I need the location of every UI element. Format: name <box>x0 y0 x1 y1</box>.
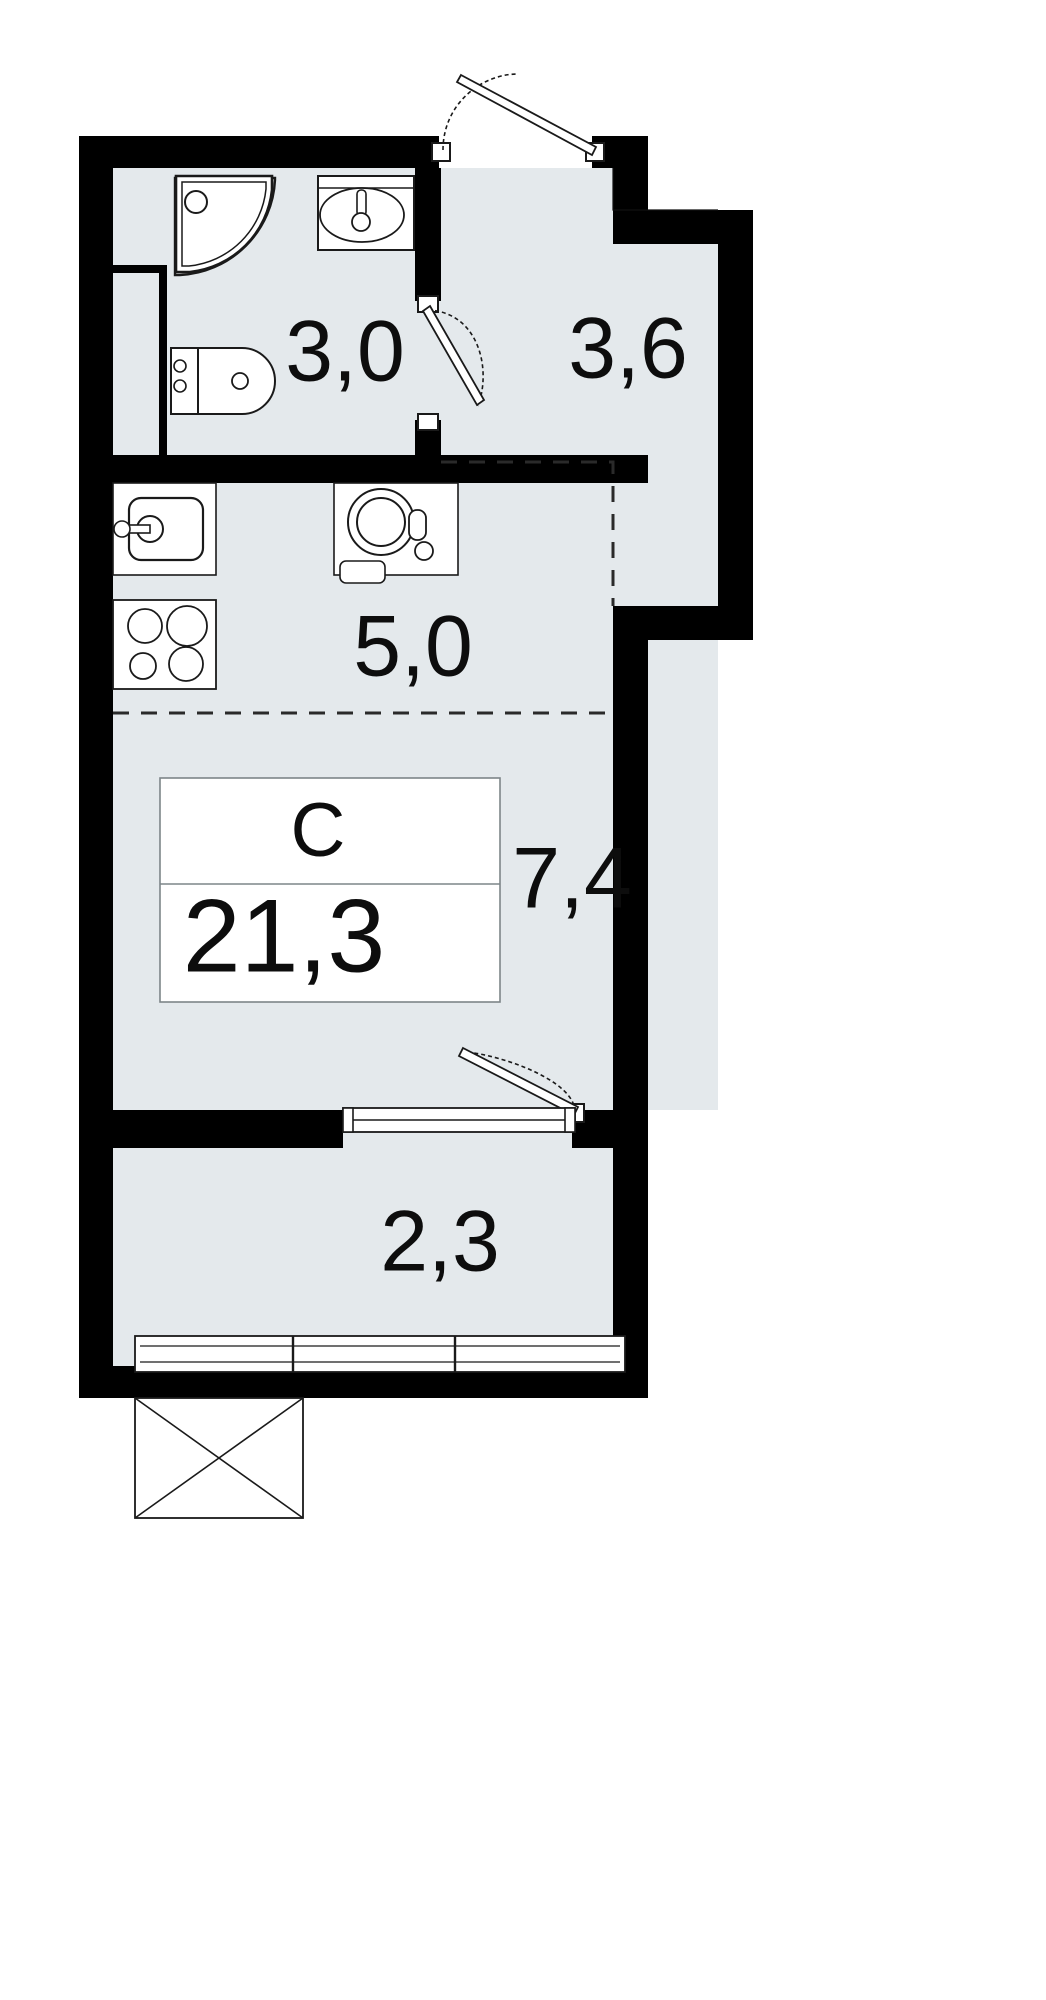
bathroom-door-swing-arc <box>427 309 484 407</box>
bathroom-area-label: 3,0 <box>285 304 405 400</box>
apartment-type-label: С <box>291 788 346 873</box>
kitchen-sink-faucet-base <box>113 520 131 538</box>
cooktop-burner-3 <box>129 652 157 680</box>
wall-wc-partition-vertical <box>113 265 167 273</box>
floor-outlines <box>612 168 718 211</box>
balcony-area-label: 2,3 <box>380 1194 500 1290</box>
bathroom-door-jamb-bottom <box>417 413 439 431</box>
wall-bathroom-bottom <box>113 455 441 483</box>
exterior-equipment-box <box>134 1397 304 1519</box>
washing-machine-knob <box>414 541 434 561</box>
wall-left-outer <box>79 136 113 1398</box>
bathroom-door-leaf <box>421 304 486 407</box>
opening-living-window <box>342 1107 576 1133</box>
wall-right-lower <box>613 606 648 1143</box>
toilet-flush-hole <box>231 372 249 390</box>
wall-top-left <box>79 136 439 168</box>
toilet-button-1 <box>173 359 187 373</box>
washbasin-drain <box>351 212 371 232</box>
fixture-toilet <box>170 347 276 415</box>
living-area-label: 7,4 <box>512 831 632 927</box>
entrance-door-jamb-left <box>431 142 451 162</box>
cooktop-burner-2 <box>166 605 208 647</box>
wall-bathroom-right <box>415 168 441 301</box>
washbasin-faucet <box>356 189 367 217</box>
cooktop-burner-1 <box>127 608 163 644</box>
opening-bathroom-door <box>417 295 486 431</box>
wall-wc-partition <box>159 265 167 455</box>
washing-machine-drum-inner <box>356 497 406 547</box>
apartment-total-area-label: 21,3 <box>183 878 385 994</box>
wall-hall-bottom <box>415 455 648 483</box>
opening-entrance-door <box>431 73 605 162</box>
wall-living-bottom-left <box>79 1110 343 1148</box>
fixture-kitchen-sink <box>112 482 217 576</box>
wall-right-outer <box>718 210 753 640</box>
living-window-stile-left <box>342 1107 354 1133</box>
walls <box>79 136 753 1398</box>
fixture-corner-shower-shape <box>174 174 274 274</box>
entrance-door-swing-arc <box>442 73 517 151</box>
shower-drain <box>184 190 208 214</box>
apartment-summary-box: С 21,3 <box>159 777 501 1003</box>
balcony-glazing-frame <box>134 1335 626 1373</box>
living-window-stile-right <box>564 1107 576 1133</box>
dashed-kitchen-boundary <box>441 460 615 606</box>
outline-right-notch <box>612 168 718 211</box>
equipment-box-cross-2 <box>134 1397 304 1519</box>
fixture-washing-machine <box>333 482 459 584</box>
kitchen-area-label: 5,0 <box>353 599 473 695</box>
washing-machine-handle <box>408 509 427 541</box>
washing-machine-drawer <box>339 560 386 584</box>
kitchen-zone-dashed <box>113 460 615 715</box>
fixture-cooktop <box>112 599 217 690</box>
cooktop-burner-4 <box>168 646 204 682</box>
wall-right-upper <box>613 168 648 212</box>
opening-balcony-glazing <box>134 1335 626 1373</box>
fixture-washbasin <box>317 175 415 251</box>
entrance-door-leaf <box>455 73 598 157</box>
toilet-button-2 <box>173 379 187 393</box>
summary-box-outline <box>159 777 501 1003</box>
hall-area-label: 3,6 <box>568 301 688 397</box>
